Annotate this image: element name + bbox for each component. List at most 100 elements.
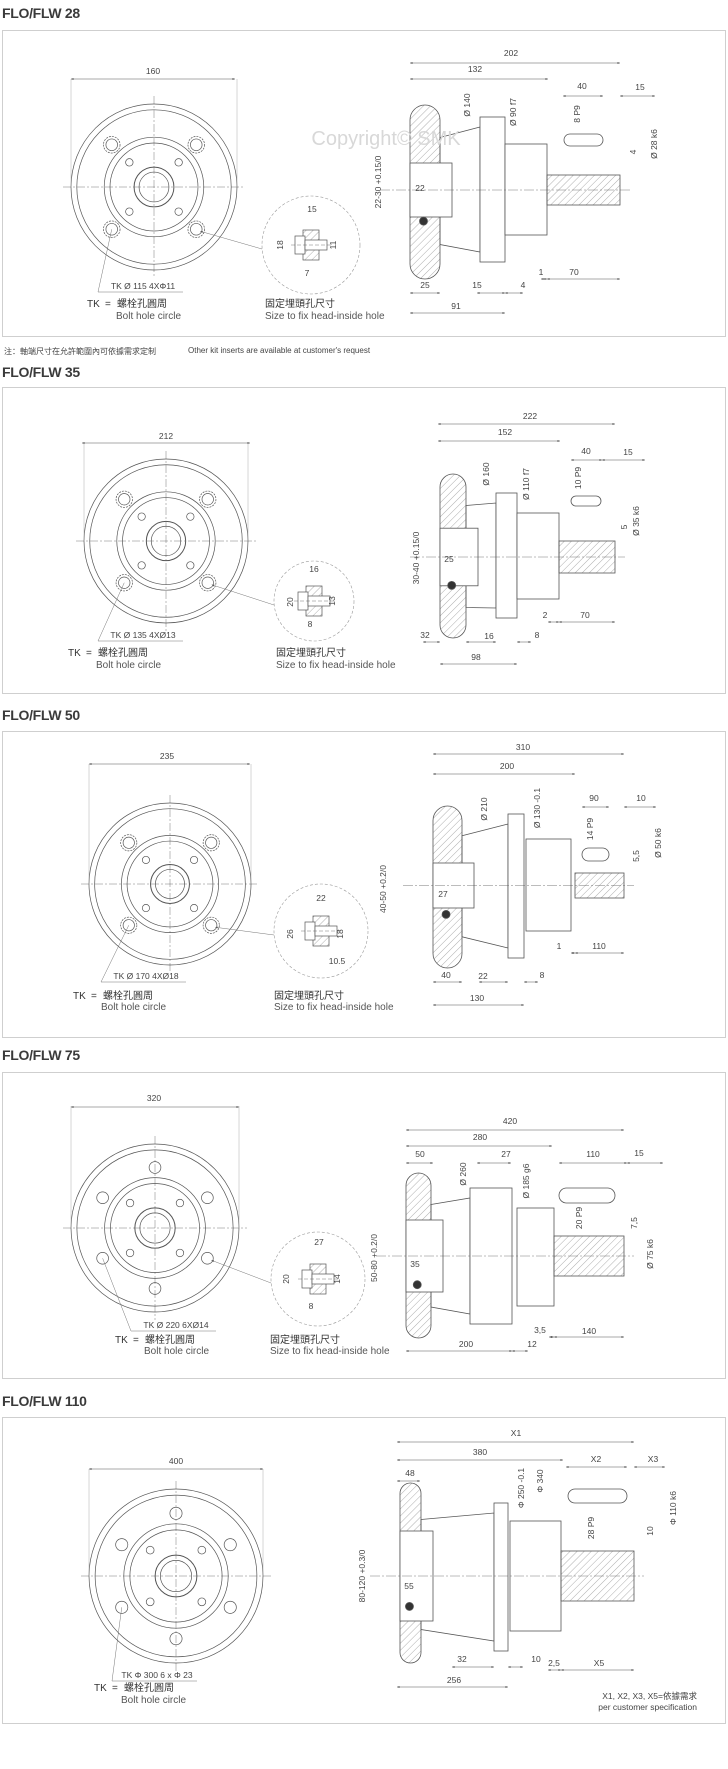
dimension-label: Ø 75 k6	[645, 1239, 655, 1269]
bolt-circle-spec: TK Ø 115 4XΦ11	[111, 281, 175, 291]
bolt-hole	[169, 1506, 183, 1520]
dimension-label: 20 P9	[574, 1207, 584, 1229]
dimension-label: 5,5	[631, 850, 641, 862]
dimension-label: 1	[557, 941, 562, 951]
dimension-label: Φ 250 -0.1	[516, 1468, 526, 1509]
detail-leader	[200, 230, 263, 250]
bolt-hole	[118, 576, 131, 589]
dimension-label: Ø 160	[481, 462, 491, 485]
bolt-hole-counterbore	[115, 574, 133, 592]
leader-line	[111, 1607, 197, 1682]
housing	[525, 838, 572, 932]
dimension-label: X2	[591, 1454, 602, 1464]
dimension-label: 40-50 +0.2/0	[378, 865, 388, 913]
dimension-label: 22	[415, 183, 425, 193]
detail-caption-cn: 固定埋頭孔尺寸	[270, 1333, 340, 1346]
bolt-circle-spec: TK Ø 220 6XØ14	[143, 1320, 208, 1330]
mounting-hole	[190, 855, 199, 864]
dimension-label: 7,5	[629, 1217, 639, 1229]
dimension-label: 10 P9	[573, 467, 583, 489]
bolt-hole	[201, 493, 214, 506]
dimension-label: Ø 50 k6	[653, 828, 663, 858]
dimension-label: 8	[540, 970, 545, 980]
dimension-label: 5	[619, 524, 629, 529]
tk-abbrev: TK	[87, 299, 100, 310]
bolt-circle-spec: TK Ø 170 4XØ18	[113, 971, 178, 981]
bolt-hole	[115, 1600, 129, 1614]
equals-sign: =	[91, 991, 97, 1002]
counterbore-diameter: 20	[285, 597, 295, 607]
dimension-label: 40	[577, 81, 587, 91]
keyway-slot	[581, 847, 610, 862]
bolt-hole-counterbore	[103, 220, 121, 238]
section-title: FLO/FLW 75	[2, 1047, 80, 1063]
dimension-label: 27	[438, 889, 448, 899]
dimension-label: 3,5	[534, 1325, 546, 1335]
tk-label-cn: 螺栓孔圓周	[98, 646, 148, 659]
bolt-hole	[190, 223, 203, 236]
bolt-hole	[201, 1252, 214, 1265]
dimension-label: Ø 130 -0.1	[532, 788, 542, 828]
tk-label-en: Bolt hole circle	[96, 660, 161, 671]
mounting-hole	[145, 1597, 155, 1607]
dimension-label: Ø 28 k6	[649, 129, 659, 159]
bolt-hole	[201, 1191, 214, 1204]
mounting-hole	[137, 512, 146, 521]
mounting-hole	[175, 1248, 185, 1258]
dimension-label: 8	[535, 630, 540, 640]
detail-circle	[270, 1231, 366, 1327]
dimension-label: 222	[523, 411, 537, 421]
dimension-label: 8 P9	[572, 105, 582, 123]
mounting-hole	[197, 1597, 207, 1607]
dimension-label: Φ 340	[535, 1469, 545, 1493]
head-depth: 10.5	[329, 956, 346, 966]
tk-label-cn: 螺栓孔圓周	[117, 297, 167, 310]
hole-diameter: 14	[332, 1274, 342, 1284]
diameter-dimension: 400	[169, 1456, 183, 1466]
note-en: Other kit inserts are available at custo…	[188, 346, 371, 355]
dimension-label: Ø 210	[479, 797, 489, 820]
side-section-view	[410, 473, 625, 639]
detail-caption-en: Size to fix head-inside hole	[270, 1346, 390, 1357]
equals-sign: =	[112, 1683, 118, 1694]
dimension-label: Ø 260	[458, 1162, 468, 1185]
note-cn: 注：軸端尺寸在允許範圍內可依據需求定制	[4, 347, 156, 356]
section-title: FLO/FLW 50	[2, 707, 80, 723]
flange-ring	[89, 464, 243, 618]
mounting-hole	[174, 207, 183, 216]
dimension-label: 22-30 +0.15/0	[373, 155, 383, 208]
dimension-label: 40	[441, 970, 451, 980]
hole-diameter: 18	[335, 929, 345, 939]
locking-ball	[419, 216, 428, 226]
bolt-hole	[223, 1600, 237, 1614]
detail-caption-en: Size to fix head-inside hole	[265, 311, 385, 322]
bolt-hole	[96, 1252, 109, 1265]
dimension-label: 4	[628, 149, 638, 154]
dimension-label: 50	[415, 1149, 425, 1159]
dimension-label: 10	[531, 1654, 541, 1664]
detail-circle	[273, 883, 369, 979]
front-view	[63, 96, 245, 278]
bolt-hole-counterbore	[187, 220, 205, 238]
mounting-hole	[137, 561, 146, 570]
dimension-label: Ø 110 f7	[521, 468, 531, 500]
dimension-label: Ø 90 f7	[508, 98, 518, 126]
keyway-slot	[558, 1187, 616, 1204]
counterbore-diameter: 26	[285, 929, 295, 939]
dimension-label: 202	[504, 48, 518, 58]
dimension-label: 256	[447, 1675, 461, 1685]
dimension-label: 200	[459, 1339, 473, 1349]
dimension-label: 40	[581, 446, 591, 456]
dimension-label: 280	[473, 1132, 487, 1142]
dimension-label: 48	[405, 1468, 415, 1478]
dimension-label: 15	[635, 82, 645, 92]
locking-ball	[405, 1602, 414, 1611]
mounting-hole	[186, 512, 195, 521]
counterbore-section	[301, 915, 341, 947]
mounting-hole	[141, 855, 150, 864]
hole-diameter: 11	[328, 240, 338, 249]
tk-label-en: Bolt hole circle	[144, 1346, 209, 1357]
dimension-label: 25	[420, 280, 430, 290]
